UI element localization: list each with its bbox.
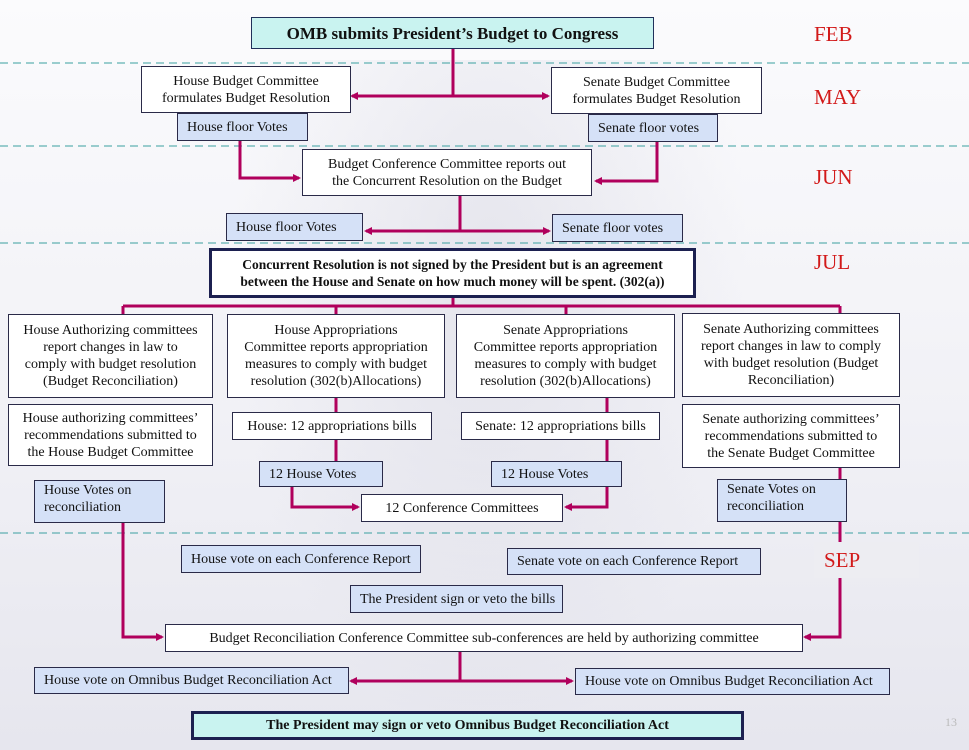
concurrent-resolution-box: Concurrent Resolution is not signed by t… — [209, 248, 696, 298]
senate-budget-line-2: formulates Budget Resolution — [572, 91, 741, 107]
concurrent-line-2: between the House and Senate on how much… — [240, 274, 665, 289]
house-authorizing-box: House Authorizing committees report chan… — [8, 314, 213, 398]
senate-budget-line-1: Senate Budget Committee — [583, 74, 730, 90]
budget-conference-committee-box: Budget Conference Committee reports out … — [302, 149, 592, 196]
senate-vote-conf-report-box: Senate vote on each Conference Report — [507, 548, 761, 575]
month-sep: SEP — [814, 542, 919, 578]
senate-recon-line-2: reconciliation — [727, 499, 804, 514]
arrow-house-floor-to-conference — [238, 141, 301, 182]
arrow-house-recon-to-subconf — [121, 523, 164, 641]
house-recs-line-1: House authorizing committees’ — [22, 410, 199, 426]
senate-auth-recommendations-box: Senate authorizing committees’ recommend… — [682, 404, 900, 468]
senate-votes-reconciliation-box: Senate Votes on reconciliation — [717, 479, 847, 522]
concurrent-line-1: Concurrent Resolution is not signed by t… — [242, 257, 663, 272]
house-floor-votes-jun: House floor Votes — [226, 213, 363, 241]
house-budget-committee-box: House Budget Committee formulates Budget… — [141, 66, 351, 113]
house-approp-line-1: House Appropriations — [274, 323, 398, 338]
senate-recs-line-2: recommendations submitted to — [704, 428, 878, 444]
senate-recs-line-1: Senate authorizing committees’ — [702, 411, 880, 427]
month-may: MAY — [814, 85, 862, 109]
arrow-senate-votes-to-conf — [564, 487, 609, 511]
senate-budget-committee-box: Senate Budget Committee formulates Budge… — [551, 67, 762, 114]
senate-recon-line-1: Senate Votes on — [727, 482, 816, 497]
house-votes-reconciliation-box: House Votes on reconciliation — [34, 480, 165, 523]
president-sign-bills-box: The President sign or veto the bills — [350, 585, 563, 613]
house-approp-line-4: resolution (302(b)Allocations) — [250, 374, 422, 389]
page-number: 13 — [945, 715, 957, 729]
senate-recs-line-3: the Senate Budget Committee — [707, 445, 875, 461]
senate-approp-line-3: measures to comply with budget — [474, 357, 657, 372]
house-auth-line-1: House Authorizing committees — [23, 323, 198, 338]
conference-line-2: the Concurrent Resolution on the Budget — [332, 173, 562, 189]
senate-auth-line-4: Reconciliation) — [747, 373, 835, 388]
senate-approp-line-2: Committee reports appropriation — [473, 340, 658, 355]
month-jul: JUL — [814, 250, 851, 274]
senate-authorizing-box: Senate Authorizing committees report cha… — [682, 313, 900, 397]
senate-approp-line-1: Senate Appropriations — [503, 323, 628, 338]
house-approp-line-3: measures to comply with budget — [245, 357, 427, 372]
house-appropriations-box: House Appropriations Committee reports a… — [227, 314, 445, 398]
house-budget-line-1: House Budget Committee — [173, 73, 319, 89]
conference-line-1: Budget Conference Committee reports out — [328, 156, 566, 172]
house-floor-votes-may: House floor Votes — [177, 113, 308, 141]
reconciliation-conference-box: Budget Reconciliation Conference Committ… — [165, 624, 803, 652]
senate-12-votes-box: 12 House Votes — [491, 461, 622, 487]
arrow-senate-recon-to-subconf — [803, 468, 842, 641]
house-auth-recommendations-box: House authorizing committees’ recommenda… — [8, 404, 213, 466]
house-budget-line-2: formulates Budget Resolution — [162, 90, 330, 106]
arrow-house-votes-to-conf — [290, 487, 360, 511]
house-vote-conf-report-box: House vote on each Conference Report — [181, 545, 421, 573]
twelve-conference-committees-box: 12 Conference Committees — [361, 494, 563, 522]
senate-auth-line-1: Senate Authorizing committees — [703, 322, 879, 337]
house-approp-bills-box: House: 12 appropriations bills — [232, 412, 432, 440]
house-recs-line-2: recommendations submitted to — [24, 427, 197, 443]
house-auth-line-2: report changes in law to — [43, 340, 178, 355]
month-feb: FEB — [814, 22, 853, 46]
house-auth-line-4: (Budget Reconciliation) — [43, 374, 178, 389]
house-recs-line-3: the House Budget Committee — [27, 444, 194, 460]
senate-approp-bills-box: Senate: 12 appropriations bills — [461, 412, 660, 440]
senate-floor-votes-may: Senate floor votes — [588, 114, 718, 142]
house-vote-omnibus-box: House vote on Omnibus Budget Reconciliat… — [34, 667, 349, 694]
omb-submits-box: OMB submits President’s Budget to Congre… — [251, 17, 654, 49]
arrow-senate-floor-to-conference — [594, 141, 659, 185]
senate-approp-line-4: resolution (302(b)Allocations) — [480, 374, 651, 389]
house-recon-line-2: reconciliation — [44, 500, 121, 515]
president-omnibus-box: The President may sign or veto Omnibus B… — [191, 711, 744, 740]
senate-auth-line-3: with budget resolution (Budget — [703, 356, 879, 371]
senate-auth-line-2: report changes in law to comply — [700, 339, 881, 354]
house-approp-line-2: Committee reports appropriation — [244, 340, 428, 355]
senate-vote-omnibus-box: House vote on Omnibus Budget Reconciliat… — [575, 668, 890, 695]
month-jun: JUN — [814, 165, 853, 189]
senate-appropriations-box: Senate Appropriations Committee reports … — [456, 314, 675, 398]
house-12-votes-box: 12 House Votes — [259, 461, 383, 487]
house-auth-line-3: comply with budget resolution — [24, 357, 197, 372]
house-recon-line-1: House Votes on — [44, 483, 132, 498]
senate-floor-votes-jun: Senate floor votes — [552, 214, 683, 242]
